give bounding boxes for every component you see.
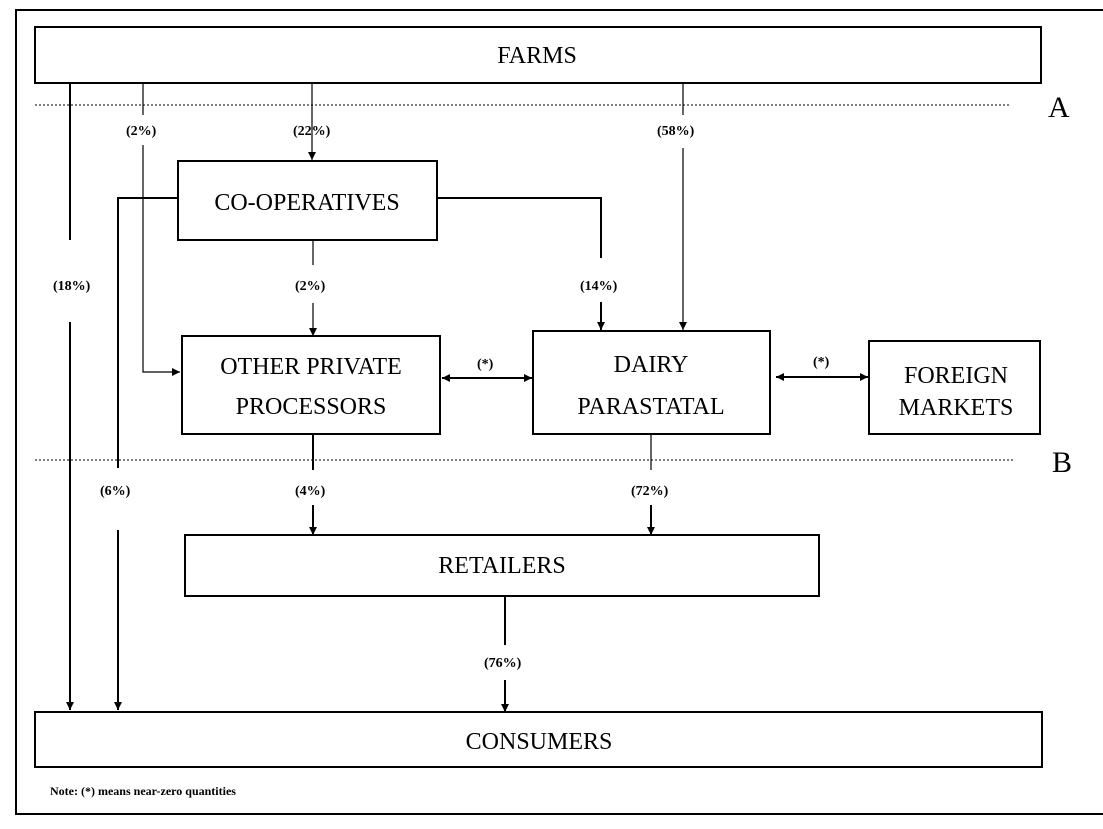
flow-farms-other-private <box>142 145 180 376</box>
flow-label-coop-other-private: (2%) <box>295 279 326 294</box>
node-retailers: RETAILERS <box>184 534 820 597</box>
flow-label-coop-dairy: (14%) <box>580 279 618 294</box>
flow-label-dairy-retailers: (72%) <box>631 484 669 499</box>
footnote: Note: (*) means near-zero quantities <box>50 784 236 798</box>
node-other-private-processors: OTHER PRIVATE PROCESSORS <box>181 335 441 435</box>
node-dairy-label-1: DAIRY <box>614 352 689 378</box>
outer-frame <box>15 9 1103 815</box>
flow-label-farms-other-private: (2%) <box>126 124 157 139</box>
node-dairy-parastatal: DAIRY PARASTATAL <box>532 330 771 435</box>
node-foreign-label-1: FOREIGN <box>904 363 1008 389</box>
node-farms-label: FARMS <box>497 43 577 69</box>
node-other-private-label-1: OTHER PRIVATE <box>220 354 402 380</box>
node-other-private-label-2: PROCESSORS <box>236 394 387 420</box>
node-foreign-markets: FOREIGN MARKETS <box>868 340 1041 435</box>
zone-a-label: A <box>1048 91 1070 124</box>
node-retailers-label: RETAILERS <box>438 553 565 579</box>
flow-label-dairy-foreign: (*) <box>813 355 830 370</box>
flow-label-other-private-retailers: (4%) <box>295 484 326 499</box>
node-consumers-label: CONSUMERS <box>466 729 613 755</box>
flow-coop-dairy-upper <box>437 197 602 258</box>
node-dairy-label-2: PARASTATAL <box>577 394 724 420</box>
node-foreign-label-2: MARKETS <box>899 395 1014 421</box>
node-farms: FARMS <box>34 26 1042 84</box>
node-cooperatives: CO-OPERATIVES <box>177 160 438 241</box>
flow-label-farms-cooperatives: (22%) <box>293 124 331 139</box>
node-consumers: CONSUMERS <box>34 711 1043 768</box>
flow-label-coop-consumers: (6%) <box>100 484 131 499</box>
flow-label-retailers-consumers: (76%) <box>484 656 522 671</box>
flow-label-farms-dairy: (58%) <box>657 124 695 139</box>
flow-label-farms-consumers: (18%) <box>53 279 91 294</box>
zone-b-label: B <box>1052 446 1072 479</box>
flow-coop-consumers <box>117 197 178 468</box>
flow-label-other-private-dairy: (*) <box>477 357 494 372</box>
node-cooperatives-label: CO-OPERATIVES <box>214 190 399 216</box>
